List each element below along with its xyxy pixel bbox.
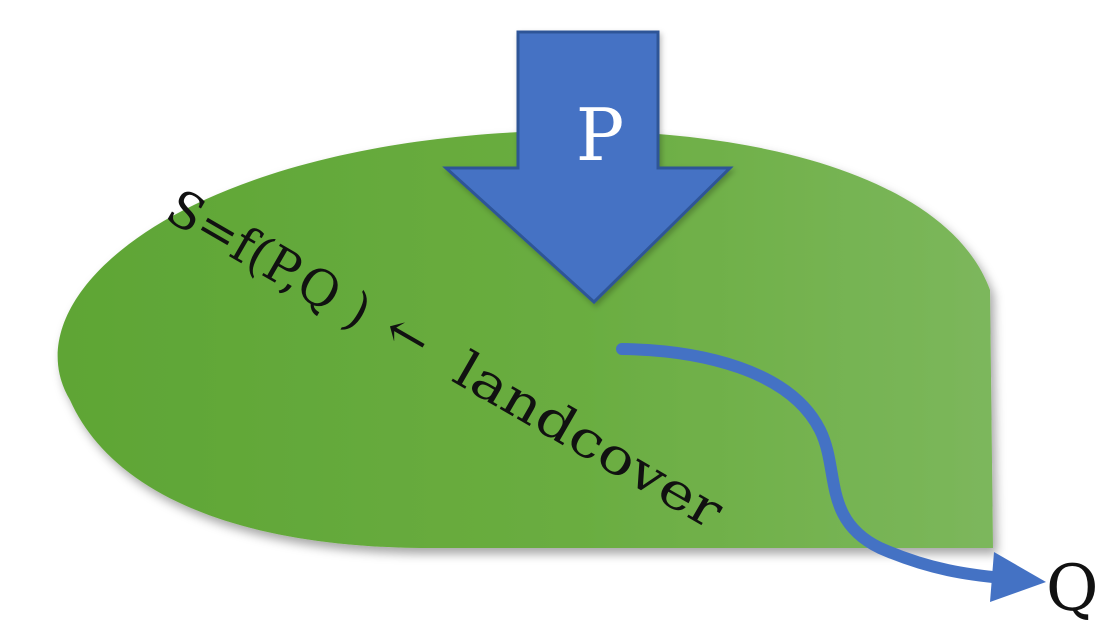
runoff-arrow [616, 343, 1046, 602]
land-surface [57, 130, 993, 548]
flow-arrowhead-icon [990, 552, 1046, 602]
runoff-label: Q [1046, 552, 1098, 626]
flow-arrow-icon [616, 343, 1009, 584]
precipitation-arrow: P [442, 30, 734, 305]
down-arrow-icon [442, 30, 734, 305]
precipitation-label: P [576, 93, 624, 177]
